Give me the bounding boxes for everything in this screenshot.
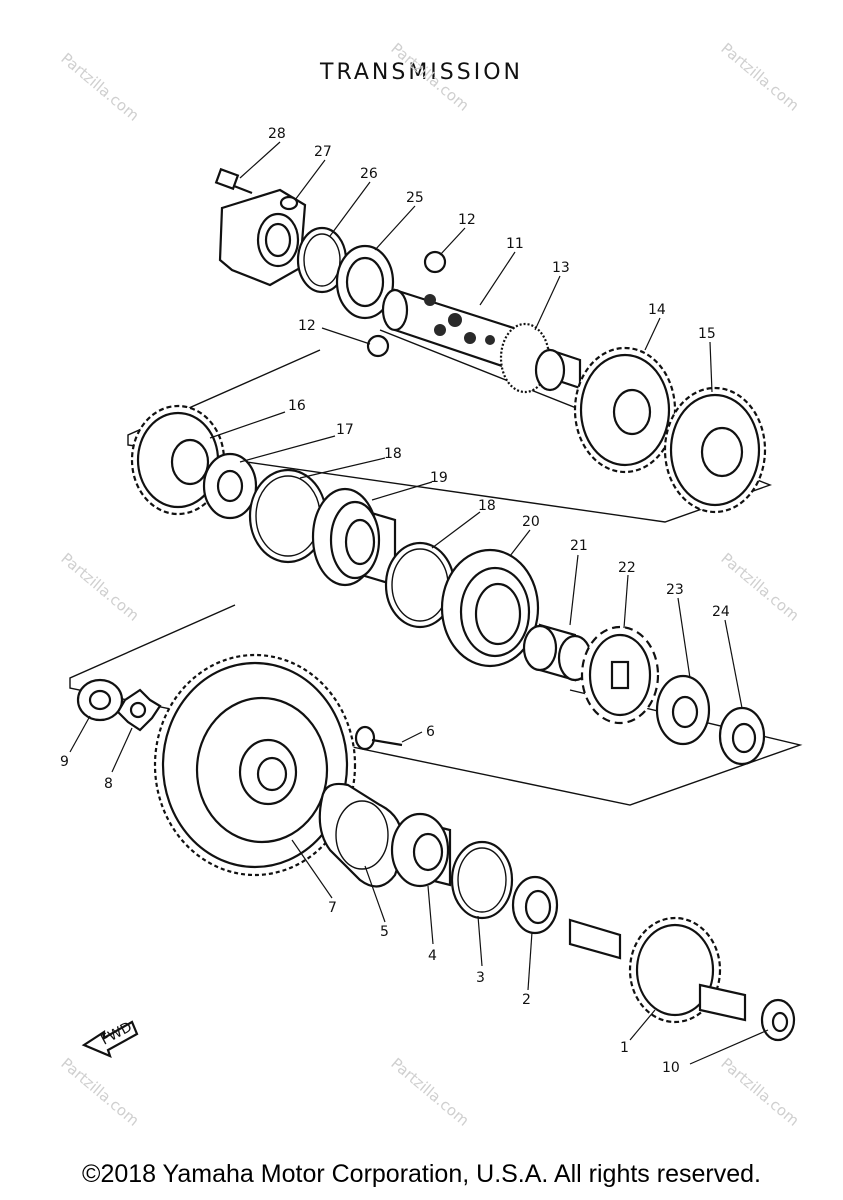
part-bolt-6[interactable] bbox=[354, 725, 403, 751]
part-needle-bearing-13[interactable] bbox=[499, 322, 566, 394]
part-labels: 28 27 26 25 12 11 13 12 14 15 16 17 18 1… bbox=[60, 126, 769, 1076]
part-gear-15[interactable] bbox=[663, 386, 767, 514]
label-24: 24 bbox=[712, 604, 730, 620]
watermark-text: Partzilla.com bbox=[387, 39, 472, 114]
label-19: 19 bbox=[430, 470, 448, 486]
label-18b: 18 bbox=[478, 498, 496, 514]
part-lock-washer-8[interactable] bbox=[116, 688, 162, 732]
part-washer-10[interactable] bbox=[760, 998, 796, 1042]
label-13: 13 bbox=[552, 260, 570, 276]
part-sprocket-22[interactable] bbox=[580, 625, 660, 725]
watermark-text: Partzilla.com bbox=[387, 1054, 472, 1129]
part-gear-16[interactable] bbox=[130, 404, 226, 516]
part-oil-seal-20[interactable] bbox=[440, 548, 540, 668]
label-4: 4 bbox=[428, 948, 437, 964]
part-nut-9[interactable] bbox=[76, 678, 124, 722]
label-2: 2 bbox=[522, 992, 531, 1008]
label-21: 21 bbox=[570, 538, 588, 554]
watermark-text: Partzilla.com bbox=[57, 49, 142, 124]
label-17: 17 bbox=[336, 422, 354, 438]
diagram-title: TRANSMISSION bbox=[320, 60, 523, 85]
part-bearing-4[interactable] bbox=[390, 812, 452, 888]
part-bolt-28[interactable] bbox=[214, 167, 253, 195]
label-1: 1 bbox=[620, 1040, 629, 1056]
part-nut-24[interactable] bbox=[718, 706, 766, 766]
copyright-notice: ©2018 Yamaha Motor Corporation, U.S.A. A… bbox=[82, 1160, 761, 1188]
part-washer-17[interactable] bbox=[202, 452, 258, 520]
label-14: 14 bbox=[648, 302, 666, 318]
label-27: 27 bbox=[314, 144, 332, 160]
watermark-text: Partzilla.com bbox=[57, 1054, 142, 1129]
label-3: 3 bbox=[476, 970, 485, 986]
part-gear-14[interactable] bbox=[573, 346, 677, 474]
label-10: 10 bbox=[662, 1060, 680, 1076]
label-12b: 12 bbox=[298, 318, 316, 334]
label-18a: 18 bbox=[384, 446, 402, 462]
part-gasket-5[interactable] bbox=[318, 782, 404, 888]
part-primary-driven-gear-7[interactable] bbox=[153, 653, 357, 877]
part-ball-12[interactable] bbox=[423, 250, 447, 274]
part-lock-washer-23[interactable] bbox=[655, 674, 711, 746]
part-circlip-3[interactable] bbox=[450, 840, 514, 920]
part-washer-25[interactable] bbox=[335, 244, 395, 320]
watermark-text: Partzilla.com bbox=[717, 1054, 802, 1129]
label-9: 9 bbox=[60, 754, 69, 770]
label-12a: 12 bbox=[458, 212, 476, 228]
watermark-text: Partzilla.com bbox=[717, 39, 802, 114]
label-16: 16 bbox=[288, 398, 306, 414]
label-25: 25 bbox=[406, 190, 424, 206]
part-bearing-holder-27[interactable] bbox=[218, 188, 307, 287]
forward-arrow-icon: FWD bbox=[81, 1019, 139, 1058]
label-8: 8 bbox=[104, 776, 113, 792]
label-22: 22 bbox=[618, 560, 636, 576]
part-main-shaft-1[interactable] bbox=[568, 916, 747, 1024]
watermark-text: Partzilla.com bbox=[717, 549, 802, 624]
label-28: 28 bbox=[268, 126, 286, 142]
label-20: 20 bbox=[522, 514, 540, 530]
part-collar-2[interactable] bbox=[511, 875, 559, 935]
label-23: 23 bbox=[666, 582, 684, 598]
label-5: 5 bbox=[380, 924, 389, 940]
label-11: 11 bbox=[506, 236, 524, 252]
watermark-text: Partzilla.com bbox=[57, 549, 142, 624]
label-6: 6 bbox=[426, 724, 435, 740]
part-collar-21[interactable] bbox=[522, 623, 593, 682]
label-7: 7 bbox=[328, 900, 337, 916]
label-26: 26 bbox=[360, 166, 378, 182]
part-bearing-19[interactable] bbox=[311, 487, 397, 587]
part-ball-12[interactable] bbox=[366, 334, 390, 358]
label-15: 15 bbox=[698, 326, 716, 342]
